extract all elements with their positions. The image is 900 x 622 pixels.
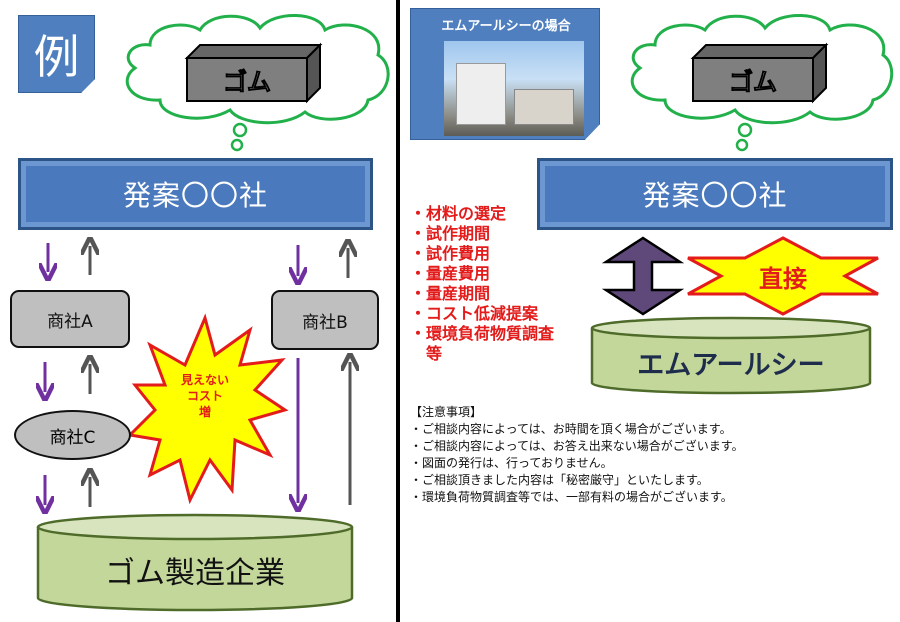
client-company-bar-right: 発案〇〇社 xyxy=(537,158,893,230)
client-company-bar-left: 発案〇〇社 xyxy=(18,158,373,230)
note-item: ・ご相談内容によっては、お時間を頂く場合がございます。 xyxy=(410,422,732,436)
consultation-item: ・コスト低減提案 xyxy=(410,304,539,323)
flow-arrows xyxy=(45,243,350,507)
panel-divider xyxy=(396,0,400,622)
trader-b-box: 商社B xyxy=(271,290,379,350)
direct-burst xyxy=(687,236,879,316)
rubber-block-right xyxy=(690,42,829,104)
consultation-item: ・量産期間 xyxy=(410,284,491,303)
consultation-item: ・試作期間 xyxy=(410,224,491,243)
consultation-item: ・試作費用 xyxy=(410,244,491,263)
card-title: エムアールシーの場合 xyxy=(441,19,571,34)
note-item: ・図面の発行は、行っておりません。 xyxy=(410,456,613,470)
hidden-cost-line: コスト xyxy=(186,389,223,403)
building-photo xyxy=(444,41,584,136)
house xyxy=(514,89,574,125)
notes: 【注意事項】 ・ご相談内容によっては、お時間を頂く場合がございます。 ・ご相談内… xyxy=(410,404,744,506)
hidden-cost-burst xyxy=(126,313,289,505)
notes-title: 【注意事項】 xyxy=(410,405,483,419)
rubber-label-right: ゴム xyxy=(729,68,778,97)
consultation-item: 等 xyxy=(410,344,443,363)
note-item: ・ご相談頂きました内容は「秘密厳守」といたします。 xyxy=(410,473,709,487)
example-label: 例 xyxy=(18,15,95,93)
company-cylinder xyxy=(590,316,872,395)
manufacturer-cylinder xyxy=(36,513,354,612)
consultation-items: ・材料の選定 ・試作期間 ・試作費用 ・量産費用 ・量産期間 ・コスト低減提案 … xyxy=(410,204,554,364)
consultation-item: ・材料の選定 xyxy=(410,204,507,223)
hidden-cost-line: 見えない xyxy=(180,373,229,387)
note-item: ・環境負荷物質調査等では、一部有料の場合がございます。 xyxy=(410,490,733,504)
hidden-cost-text: 見えない コスト 増 xyxy=(165,372,245,420)
consultation-item: ・量産費用 xyxy=(410,264,491,283)
rubber-block-left xyxy=(184,42,323,104)
consultation-item: ・環境負荷物質調査 xyxy=(410,324,555,343)
rubber-label-left: ゴム xyxy=(223,68,272,97)
note-item: ・ご相談内容によっては、お答え出来ない場合がございます。 xyxy=(410,439,744,453)
company-label: エムアールシー xyxy=(637,350,825,381)
hidden-cost-line: 増 xyxy=(198,405,211,419)
trader-a-box: 商社A xyxy=(10,290,130,348)
manufacturer-label: ゴム製造企業 xyxy=(105,556,285,591)
mrc-case-card: エムアールシーの場合 xyxy=(410,8,600,140)
trader-c-ellipse: 商社C xyxy=(14,410,131,460)
direct-label: 直接 xyxy=(759,264,807,293)
building xyxy=(456,63,506,125)
direct-double-arrow xyxy=(601,236,685,316)
